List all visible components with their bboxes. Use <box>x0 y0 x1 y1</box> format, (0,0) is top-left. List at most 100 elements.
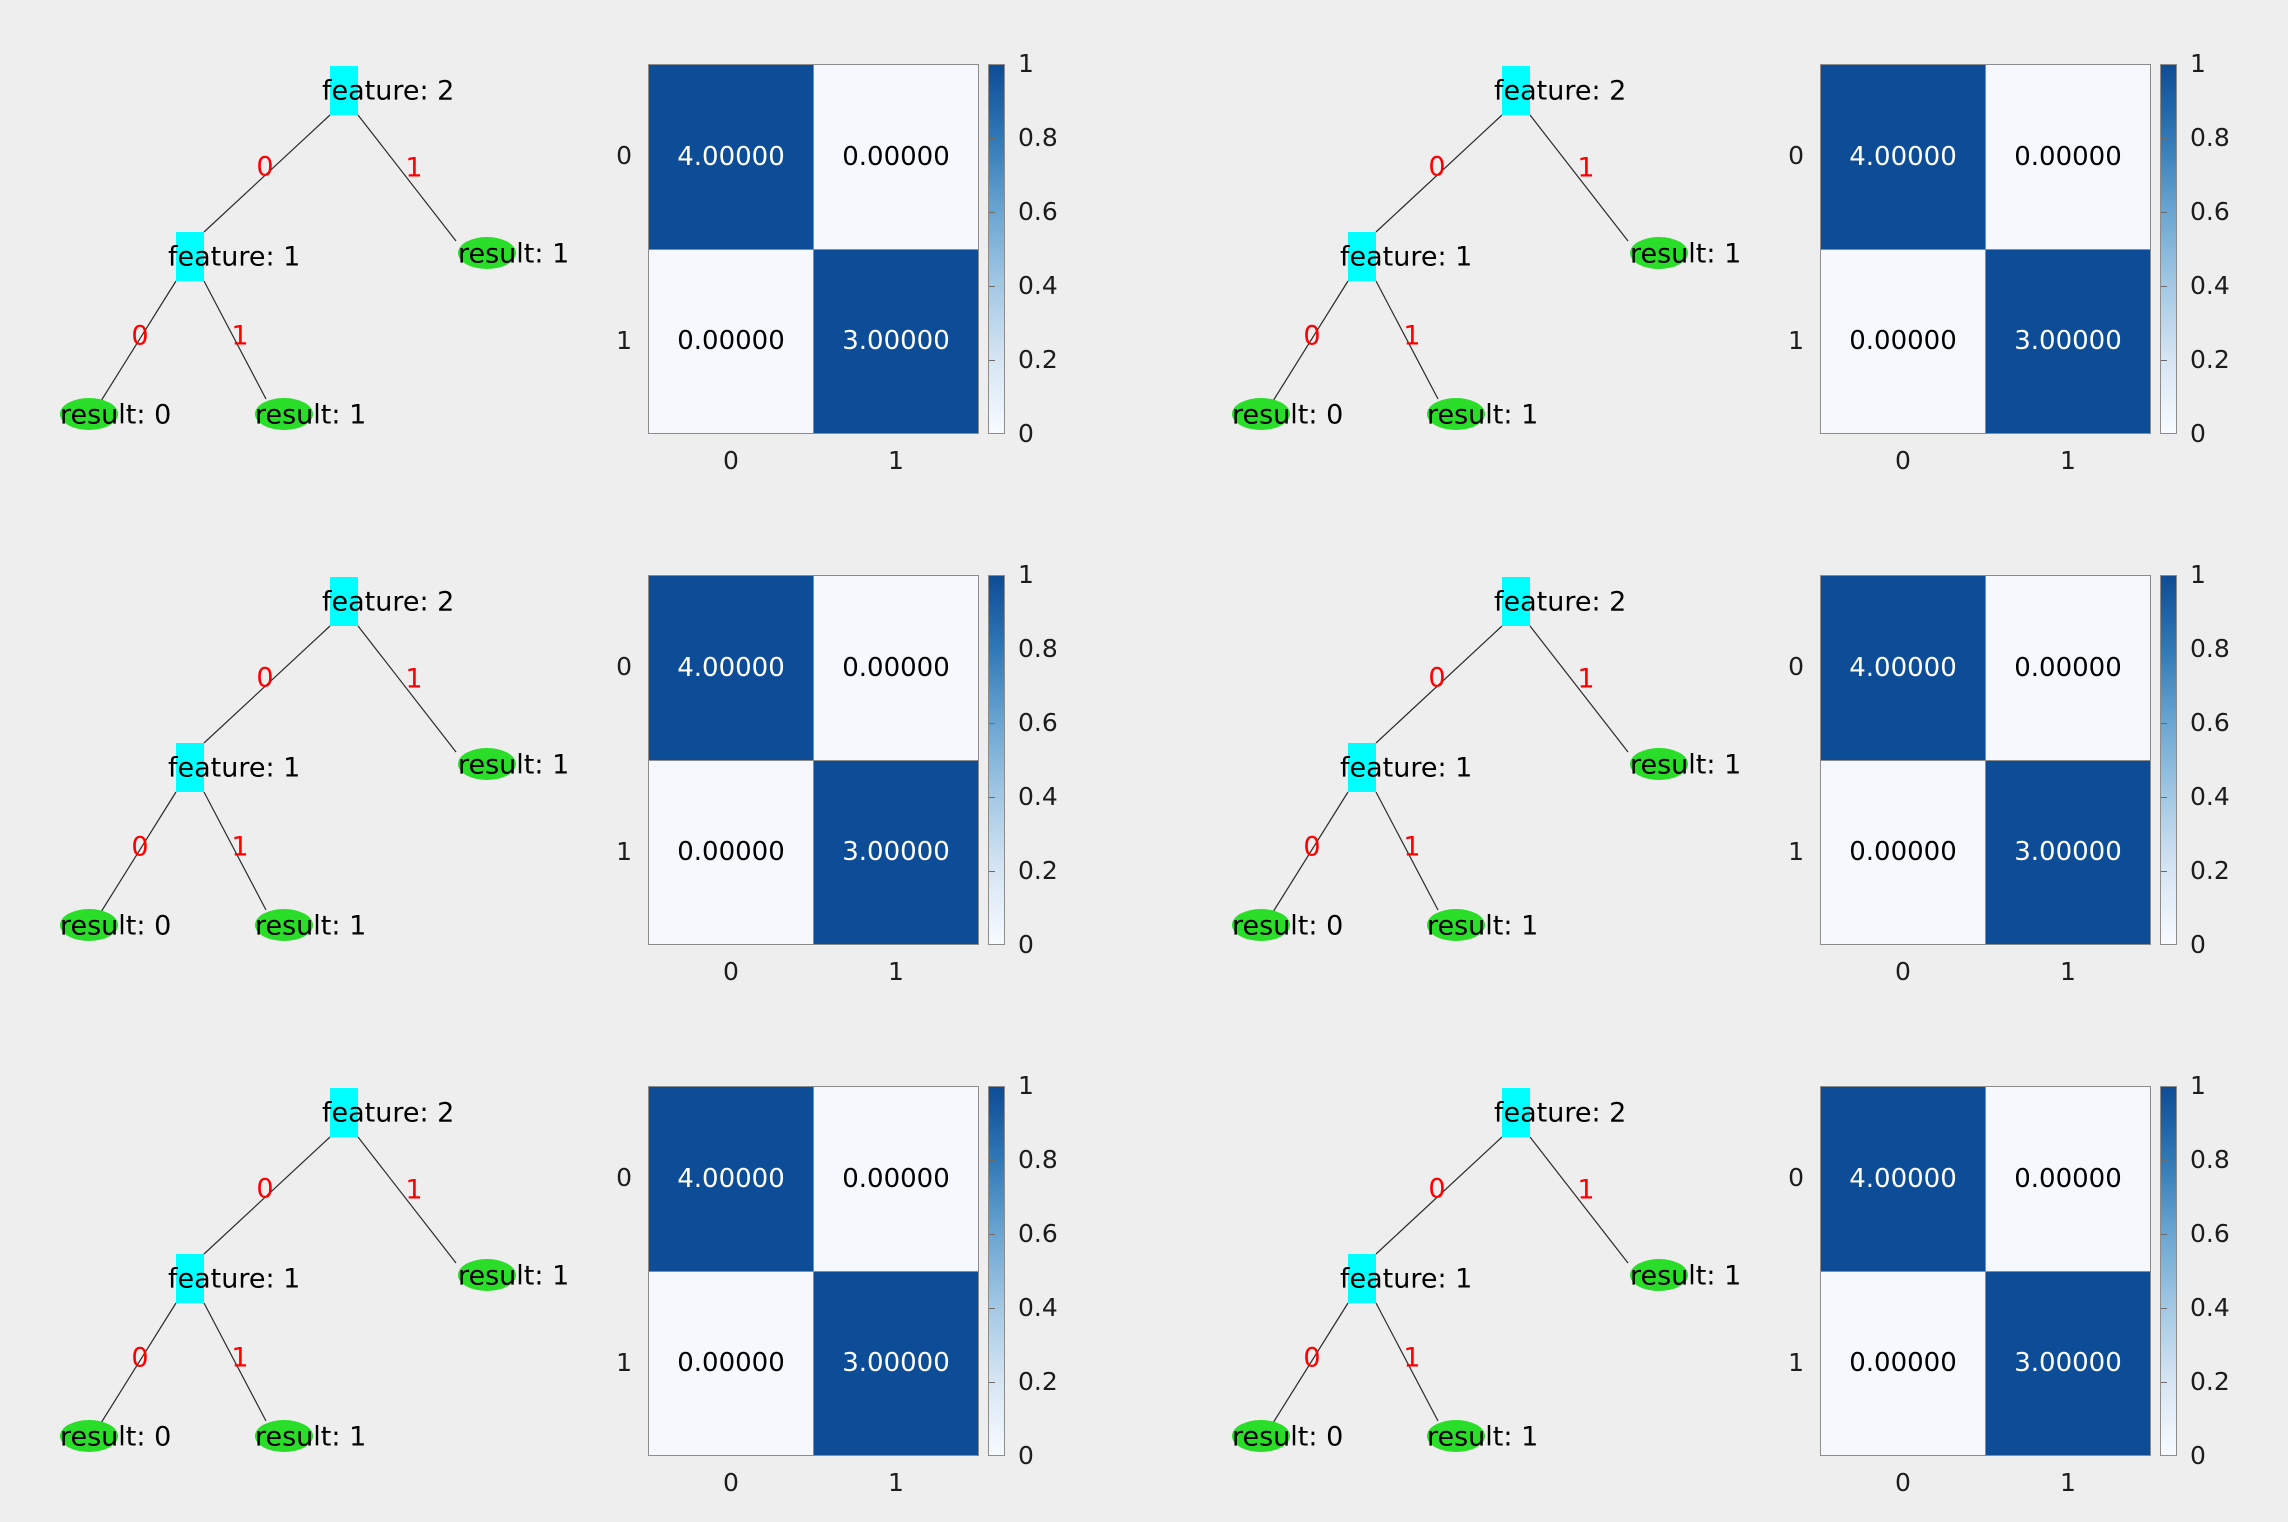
colorbar <box>2160 1086 2177 1456</box>
matrix-cell-1-0: 0.00000 <box>1821 760 1985 944</box>
matrix-cell-0-0: 4.00000 <box>649 1087 813 1271</box>
colorbar <box>2160 64 2177 434</box>
colorbar-tick-label: 0 <box>2190 1441 2206 1470</box>
matrix-cell-1-0: 0.00000 <box>649 1271 813 1455</box>
tree-edge <box>1375 1302 1439 1422</box>
colorbar-tick <box>2161 797 2167 798</box>
edge-label-root-left: 0 <box>1428 663 1445 694</box>
y-axis-tick-label-0: 0 <box>1788 652 1804 681</box>
colorbar-tick-label: 0.4 <box>1018 782 1058 811</box>
colorbar-tick-label: 0.8 <box>1018 1145 1058 1174</box>
x-axis-tick-label-0: 0 <box>723 957 739 986</box>
x-axis-tick-label-1: 1 <box>888 1468 904 1497</box>
colorbar-tick <box>989 1160 995 1161</box>
x-axis-tick-label-1: 1 <box>2060 1468 2076 1497</box>
tree-and-confusion-panel: feature: 2 feature: 1 result: 1 result: … <box>1172 1022 2272 1522</box>
colorbar-tick-label: 0.6 <box>2190 197 2230 226</box>
y-axis-tick-label-0: 0 <box>616 1163 632 1192</box>
tree-edge <box>203 1136 331 1255</box>
internal-node-label: feature: 1 <box>1340 1264 1472 1295</box>
right-leaf-label: result: 1 <box>458 1261 569 1292</box>
colorbar-tick-label: 1 <box>1018 1071 1034 1100</box>
matrix-cell-0-1: 0.00000 <box>814 65 978 249</box>
feature-node-root <box>330 66 358 115</box>
edge-label-child-left: 0 <box>1303 1343 1320 1374</box>
colorbar <box>2160 575 2177 945</box>
tree-edge <box>100 1302 177 1424</box>
result-node-right <box>1630 237 1688 269</box>
matrix-cell-1-0: 0.00000 <box>649 249 813 433</box>
result-node-left <box>60 1420 118 1452</box>
root-node-label: feature: 2 <box>322 76 454 107</box>
colorbar-tick-label: 0.2 <box>2190 856 2230 885</box>
result-node-right <box>458 237 516 269</box>
right-leaf-label: result: 1 <box>1630 750 1741 781</box>
colorbar-tick <box>989 1308 995 1309</box>
tree-edge <box>1529 114 1629 242</box>
decision-tree-diagram: feature: 2 feature: 1 result: 1 result: … <box>1232 577 1741 942</box>
right-leaf-label: result: 1 <box>458 750 569 781</box>
colorbar-tick-label: 1 <box>1018 560 1034 589</box>
edge-label-root-right: 1 <box>405 153 422 184</box>
feature-node-root <box>330 1088 358 1137</box>
colorbar-tick <box>2161 360 2167 361</box>
matrix-cell-1-0: 0.00000 <box>1821 1271 1985 1455</box>
confusion-matrix-heatmap: 4.00000 0.00000 0.00000 3.00000 <box>1820 64 2151 434</box>
colorbar-tick <box>989 360 995 361</box>
result-node-right <box>458 748 516 780</box>
colorbar-tick-label: 1 <box>2190 1071 2206 1100</box>
colorbar-tick <box>2161 871 2167 872</box>
tree-edge <box>1375 1136 1503 1255</box>
result-node-mid <box>1427 1420 1485 1452</box>
colorbar-tick-label: 0.4 <box>2190 782 2230 811</box>
result-node-mid <box>1427 398 1485 430</box>
tree-edge <box>1375 625 1503 744</box>
tree-edge <box>1375 791 1439 911</box>
internal-node-label: feature: 1 <box>1340 753 1472 784</box>
result-node-left <box>1232 398 1290 430</box>
left-leaf-label: result: 0 <box>1232 400 1343 431</box>
edge-label-root-left: 0 <box>256 1174 273 1205</box>
internal-node-label: feature: 1 <box>168 242 300 273</box>
result-node-left <box>60 909 118 941</box>
colorbar-tick-label: 0.6 <box>1018 197 1058 226</box>
matrix-cell-0-0: 4.00000 <box>1821 1087 1985 1271</box>
x-axis-tick-label-0: 0 <box>723 1468 739 1497</box>
feature-node-internal <box>1348 743 1376 792</box>
feature-node-root <box>1502 1088 1530 1137</box>
tree-edge <box>1375 280 1439 400</box>
matrix-cell-0-0: 4.00000 <box>649 576 813 760</box>
mid-leaf-label: result: 1 <box>255 400 366 431</box>
colorbar-tick-label: 0 <box>1018 419 1034 448</box>
colorbar <box>988 1086 1005 1456</box>
matrix-cell-0-0: 4.00000 <box>1821 576 1985 760</box>
colorbar-tick-label: 0.2 <box>1018 345 1058 374</box>
colorbar-tick <box>989 286 995 287</box>
edge-label-child-right: 1 <box>231 832 248 863</box>
colorbar-tick-label: 1 <box>1018 49 1034 78</box>
edge-label-child-left: 0 <box>131 832 148 863</box>
colorbar-tick-label: 1 <box>2190 560 2206 589</box>
colorbar-tick-label: 1 <box>2190 49 2206 78</box>
mid-leaf-label: result: 1 <box>1427 400 1538 431</box>
feature-node-internal <box>1348 232 1376 281</box>
edge-label-root-left: 0 <box>256 152 273 183</box>
colorbar-tick <box>989 723 995 724</box>
internal-node-label: feature: 1 <box>168 753 300 784</box>
colorbar <box>988 575 1005 945</box>
left-leaf-label: result: 0 <box>60 911 171 942</box>
mid-leaf-label: result: 1 <box>255 1422 366 1453</box>
left-leaf-label: result: 0 <box>1232 911 1343 942</box>
x-axis-tick-label-0: 0 <box>1895 446 1911 475</box>
edge-label-root-left: 0 <box>256 663 273 694</box>
result-node-mid <box>255 1420 313 1452</box>
edge-label-root-right: 1 <box>405 1175 422 1206</box>
colorbar-tick <box>989 649 995 650</box>
matrix-cell-0-1: 0.00000 <box>1986 65 2150 249</box>
feature-node-internal <box>176 1254 204 1303</box>
matrix-cell-1-1: 3.00000 <box>1986 1271 2150 1455</box>
tree-edge <box>203 114 331 233</box>
y-axis-tick-label-1: 1 <box>1788 326 1804 355</box>
colorbar-tick-label: 0.6 <box>2190 1219 2230 1248</box>
feature-node-root <box>1502 577 1530 626</box>
